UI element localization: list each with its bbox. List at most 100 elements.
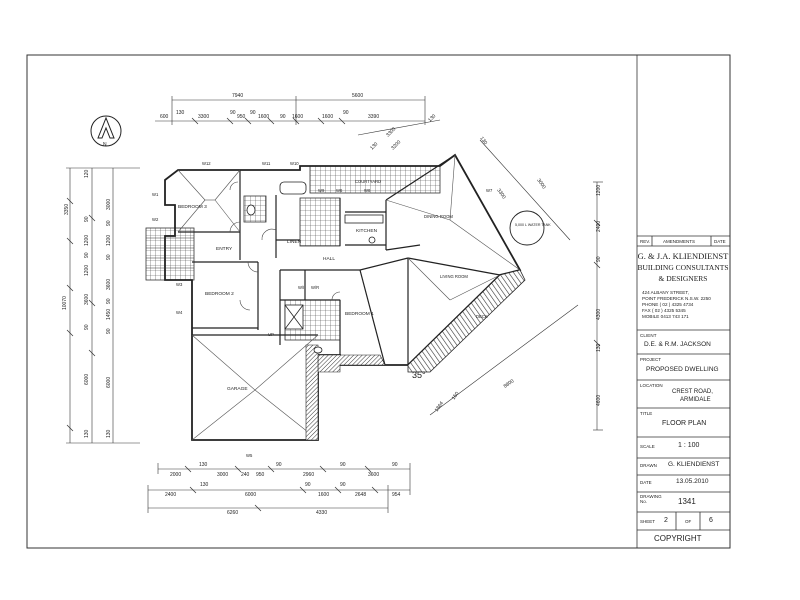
window-w1: W1 bbox=[152, 192, 159, 197]
dim-left-1: 130 bbox=[84, 429, 90, 438]
project-label: PROJECT bbox=[640, 357, 662, 362]
dim-diag-top: 130 bbox=[427, 113, 437, 123]
dim-left-1: 90 bbox=[84, 324, 90, 330]
dim-right: 4600 bbox=[596, 395, 602, 406]
dim-bottom-2: 2400 bbox=[165, 492, 176, 498]
dim-top-total-1: 7940 bbox=[232, 93, 243, 99]
dim-top: 3390 bbox=[368, 114, 379, 120]
amendments-label: AMENDMENTS bbox=[663, 239, 696, 244]
dim-diag-right: 130 bbox=[478, 136, 488, 146]
client-label: CLIENT bbox=[640, 333, 657, 338]
window-w3: W3 bbox=[176, 282, 183, 287]
location-label: LOCATION bbox=[640, 383, 663, 388]
entry-steps bbox=[146, 237, 194, 269]
dim-top: 600 bbox=[160, 114, 169, 120]
dimension-text: 7940 5600 600 130 3300 90 950 90 1600 90… bbox=[62, 93, 602, 516]
north-arrow-icon bbox=[90, 115, 122, 147]
dim-bottom-3: 4330 bbox=[316, 510, 327, 516]
dim-top: 90 bbox=[343, 110, 349, 116]
dim-bottom-1: 240 bbox=[241, 472, 250, 478]
window-w5: W5 bbox=[246, 453, 253, 458]
deck bbox=[407, 269, 526, 373]
room-labels: BEDROOM 3 BEDROOM 2 BEDROOM 1 ENTRY LINE… bbox=[178, 179, 551, 392]
window-labels: W12 W11 W10 W1 W2 W3 W4 W5 W7 W6 W9 W8 bbox=[152, 161, 493, 458]
interior-walls bbox=[178, 154, 501, 366]
dim-bottom-1: 2960 bbox=[303, 472, 314, 478]
dim-top: 1600 bbox=[322, 114, 333, 120]
garage-side-hatch bbox=[305, 344, 319, 441]
room-wir-1: W/I bbox=[298, 285, 304, 290]
sheet-label: SHEET bbox=[640, 519, 656, 524]
dim-top: 90 bbox=[250, 110, 256, 116]
room-deck: DECK bbox=[476, 314, 488, 319]
dim-bottom-1: 2000 bbox=[170, 472, 181, 478]
dim-diag-bottom: 8800 bbox=[503, 378, 516, 389]
dimension-lines bbox=[66, 96, 603, 513]
room-linen: LINEN bbox=[287, 239, 302, 245]
of-value: 6 bbox=[709, 517, 713, 524]
date-header-label: DATE bbox=[714, 239, 726, 244]
dim-bottom-1: 950 bbox=[256, 472, 265, 478]
dim-left-2: 90 bbox=[106, 254, 112, 260]
dim-bottom-1: 90 bbox=[340, 462, 346, 468]
dim-top: 130 bbox=[176, 110, 185, 116]
firm-subtitle-2: & DESIGNERS bbox=[658, 274, 708, 283]
dim-left-2: 1200 bbox=[106, 235, 112, 246]
dim-left-1: 6000 bbox=[84, 374, 90, 385]
dim-top: 3300 bbox=[198, 114, 209, 120]
dim-diag-bottom: 150 bbox=[451, 391, 461, 401]
dim-left-total: 10070 bbox=[62, 296, 68, 310]
room-up: UP bbox=[268, 332, 274, 337]
dim-left-1: 90 bbox=[84, 252, 90, 258]
room-kitchen: KITCHEN bbox=[356, 228, 378, 234]
dim-diag-top: 130 bbox=[369, 141, 379, 151]
dim-left-2: 90 bbox=[106, 298, 112, 304]
firm-address-1: 424 ALBANY STREET, bbox=[642, 290, 689, 295]
location-line-2: ARMIDALE bbox=[680, 397, 711, 403]
location-line-1: CREST ROAD, bbox=[672, 389, 713, 395]
dim-top: 90 bbox=[230, 110, 236, 116]
firm-fax: FAX ( 02 ) 4325 5345 bbox=[642, 308, 686, 313]
angle-label: 35° bbox=[412, 370, 426, 380]
window-w10: W10 bbox=[290, 161, 299, 166]
title-label: TITLE bbox=[640, 411, 653, 416]
dim-top: 950 bbox=[237, 114, 246, 120]
scale-label: SCALE bbox=[640, 444, 655, 449]
water-tank bbox=[509, 210, 545, 246]
dim-bottom-1: 3600 bbox=[368, 472, 379, 478]
bathroom-floor bbox=[299, 197, 341, 247]
scale-value: 1 : 100 bbox=[678, 442, 700, 449]
copyright-label: COPYRIGHT bbox=[654, 534, 702, 543]
top-margin bbox=[0, 0, 800, 18]
title-block-frame bbox=[636, 55, 730, 548]
window-w4: W4 bbox=[176, 310, 183, 315]
dim-top: 1600 bbox=[258, 114, 269, 120]
room-bedroom-2: BEDROOM 2 bbox=[205, 291, 234, 297]
dim-right: 1200 bbox=[596, 185, 602, 196]
sheet-value: 2 bbox=[664, 517, 668, 524]
dim-diag-right: 3300 bbox=[495, 188, 506, 201]
dim-left-1: 120 bbox=[84, 169, 90, 178]
dim-left-1: 1200 bbox=[84, 235, 90, 246]
project-value: PROPOSED DWELLING bbox=[646, 366, 719, 373]
dim-bottom-2: 2648 bbox=[355, 492, 366, 498]
dim-left-2: 90 bbox=[106, 328, 112, 334]
dim-left-1: 90 bbox=[84, 216, 90, 222]
firm-name: G. & J.A. KLIENDIENST bbox=[637, 251, 729, 261]
firm-subtitle-1: BUILDING CONSULTANTS bbox=[637, 263, 729, 272]
water-tank-label: 5,000 L WATER TANK bbox=[515, 223, 551, 227]
room-entry: ENTRY bbox=[216, 246, 233, 252]
firm-address-2: POINT FREDERICK N.S.W. 2250 bbox=[642, 296, 711, 301]
firm-phone: PHONE ( 02 ) 4325 4734 bbox=[642, 302, 694, 307]
dim-left-2: 1450 bbox=[106, 309, 112, 320]
room-dining: DINING ROOM bbox=[424, 214, 453, 219]
drawing-border bbox=[26, 54, 731, 549]
dim-top-total-2: 5600 bbox=[352, 93, 363, 99]
drawing-title: FLOOR PLAN bbox=[662, 420, 707, 427]
room-wir-2: W/R bbox=[311, 285, 319, 290]
door-swings bbox=[229, 181, 341, 311]
dim-right: 2400 bbox=[596, 221, 602, 232]
dim-top: 1600 bbox=[292, 114, 303, 120]
drawing-no-value: 1341 bbox=[678, 497, 696, 506]
client-value: D.E. & R.M. JACKSON bbox=[644, 341, 711, 348]
